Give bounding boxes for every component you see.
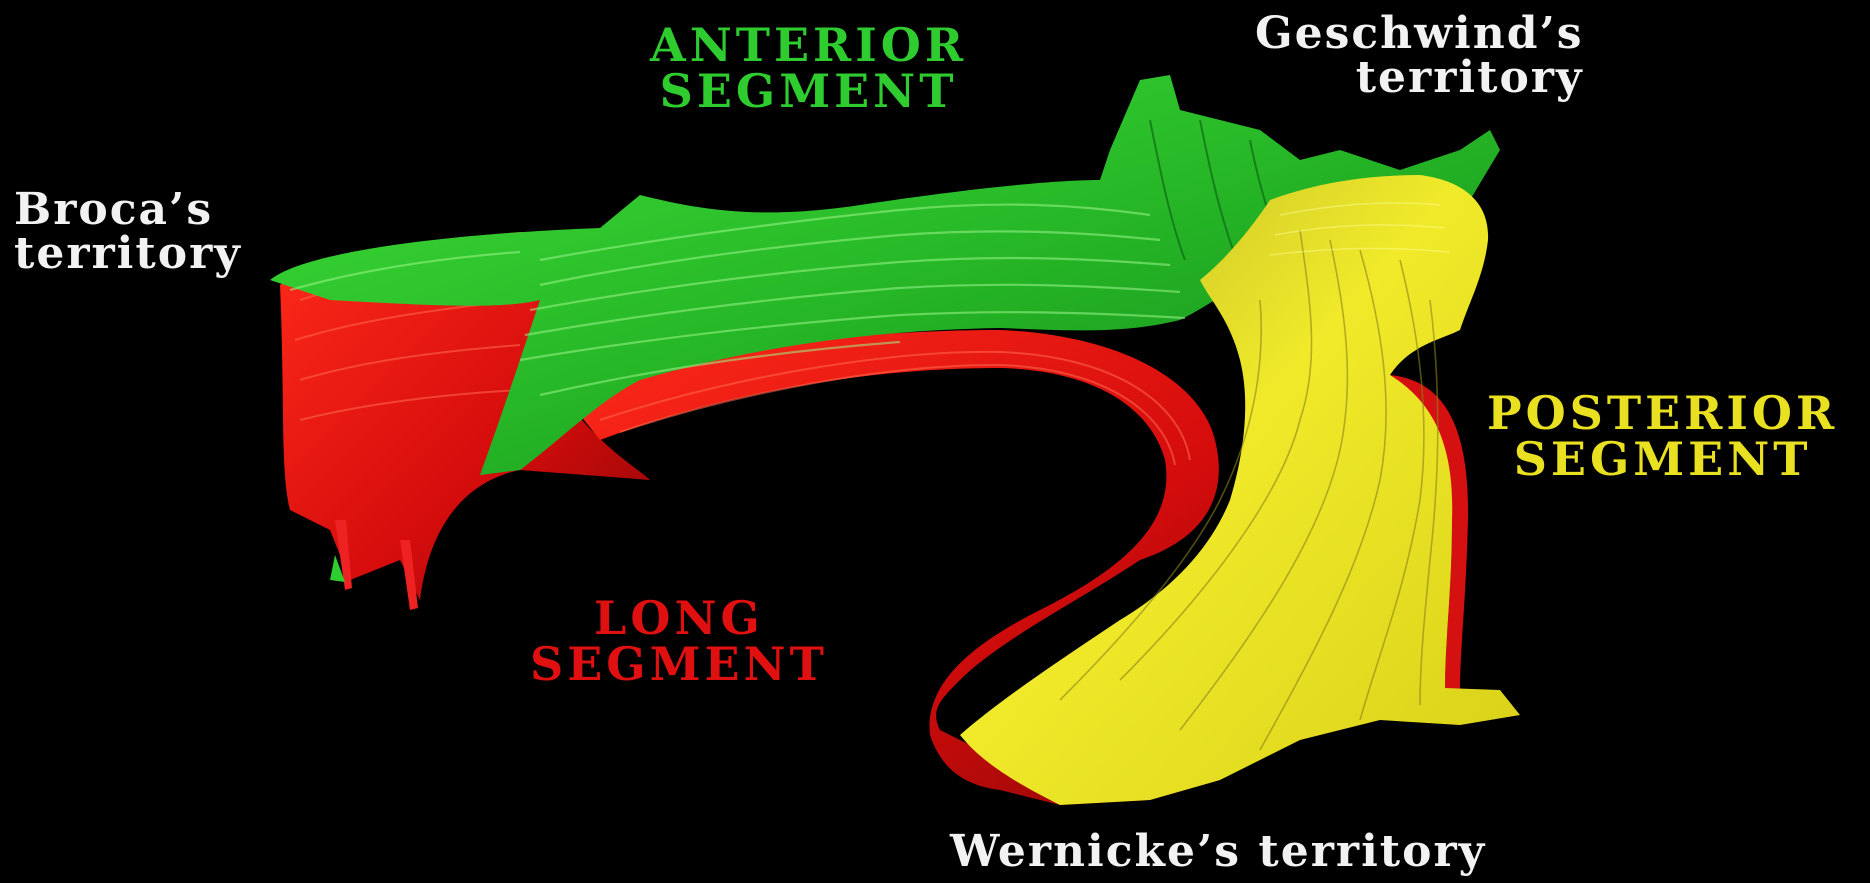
label-geschwind-line2: territory bbox=[1255, 56, 1584, 100]
label-geschwinds-territory: Geschwind’s territory bbox=[1255, 12, 1584, 100]
label-posterior-line2: SEGMENT bbox=[1487, 436, 1838, 482]
label-broca-line1: Broca’s bbox=[14, 188, 242, 232]
label-anterior-line2: SEGMENT bbox=[650, 68, 967, 114]
label-posterior-line1: POSTERIOR bbox=[1487, 390, 1838, 436]
label-broca-line2: territory bbox=[14, 232, 242, 276]
label-long-line1: LONG bbox=[530, 595, 828, 641]
label-posterior-segment: POSTERIOR SEGMENT bbox=[1487, 390, 1838, 482]
label-anterior-segment: ANTERIOR SEGMENT bbox=[650, 22, 967, 114]
label-brocas-territory: Broca’s territory bbox=[14, 188, 242, 276]
label-long-segment: LONG SEGMENT bbox=[530, 595, 828, 687]
label-long-line2: SEGMENT bbox=[530, 641, 828, 687]
label-anterior-line1: ANTERIOR bbox=[650, 22, 967, 68]
label-geschwind-line1: Geschwind’s bbox=[1255, 12, 1584, 56]
label-wernicke-line1: Wernicke’s territory bbox=[950, 826, 1486, 877]
label-wernickes-territory: Wernicke’s territory bbox=[950, 830, 1486, 874]
